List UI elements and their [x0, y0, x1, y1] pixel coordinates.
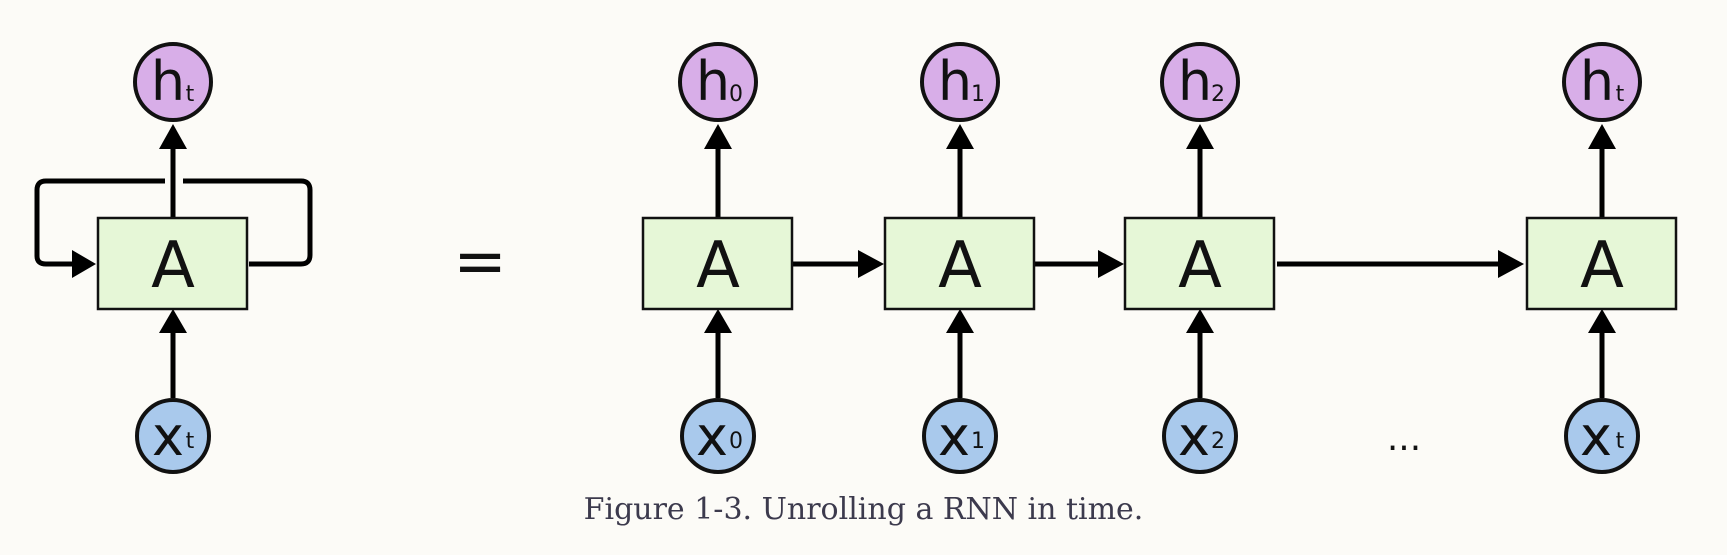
output-node-subscript: 2 — [1211, 82, 1225, 107]
hidden-arrowhead-1-2 — [1098, 250, 1124, 278]
rnn-cell — [1123, 216, 1276, 311]
rolled-output-node-subscript: t — [186, 82, 195, 107]
input-arrowhead — [704, 309, 732, 333]
rolled-output-arrowhead — [159, 124, 187, 149]
input-node-label: x — [696, 405, 728, 468]
rolled-input-arrowhead — [159, 309, 187, 333]
output-node-subscript: 0 — [729, 82, 743, 107]
cell-label: A — [696, 229, 740, 303]
ellipsis: ... — [1387, 418, 1421, 459]
output-node-label: h — [1580, 50, 1614, 113]
cell-label: A — [1580, 229, 1624, 303]
unrolled-step: A h 2 x 2 — [1123, 42, 1276, 474]
hidden-arrowhead-2-t — [1498, 250, 1524, 278]
rolled-rnn: A h t x t — [34, 42, 313, 474]
rolled-output-node-label: h — [151, 50, 185, 113]
input-arrowhead — [1588, 309, 1616, 333]
output-node-label: h — [696, 50, 730, 113]
rnn-unrolling-diagram: A h t x t = A h 0 x 0 — [34, 42, 1678, 474]
input-arrowhead — [946, 309, 974, 333]
output-arrowhead — [704, 124, 732, 149]
rnn-cell — [883, 216, 1036, 311]
input-node-label: x — [938, 405, 970, 468]
recurrent-loop-right — [183, 178, 313, 267]
input-node-subscript: 1 — [971, 429, 985, 454]
input-node-subscript: 2 — [1211, 429, 1225, 454]
recurrent-loop-arrowhead — [72, 250, 96, 278]
output-node-label: h — [938, 50, 972, 113]
output-arrowhead — [1186, 124, 1214, 149]
recurrent-loop-left — [34, 178, 165, 267]
input-node-circle — [1162, 398, 1238, 474]
output-arrowhead — [1588, 124, 1616, 149]
unrolled-rnn: A h 0 x 0 A h 1 x 1 — [641, 42, 1678, 474]
input-node-circle — [680, 398, 756, 474]
hidden-arrowhead-0-1 — [858, 250, 884, 278]
output-node-circle — [678, 42, 758, 122]
input-node-circle — [1564, 398, 1640, 474]
rolled-input-node-label: x — [152, 405, 184, 468]
rolled-input-node-circle — [135, 398, 211, 474]
rolled-cell-label: A — [151, 229, 195, 303]
input-node-subscript: 0 — [729, 429, 743, 454]
rolled-rnn-cell — [96, 216, 249, 311]
output-node-label: h — [1178, 50, 1212, 113]
input-node-subscript: t — [1616, 429, 1625, 454]
unrolled-step: A h 0 x 0 — [641, 42, 794, 474]
rnn-cell — [1525, 216, 1678, 311]
output-node-circle — [920, 42, 1000, 122]
output-node-subscript: 1 — [971, 82, 985, 107]
rolled-input-node-subscript: t — [186, 429, 195, 454]
rolled-output-node-circle — [133, 42, 213, 122]
cell-label: A — [1178, 229, 1222, 303]
equals-sign: = — [453, 225, 507, 299]
cell-label: A — [938, 229, 982, 303]
input-node-label: x — [1580, 405, 1612, 468]
input-arrowhead — [1186, 309, 1214, 333]
output-node-subscript: t — [1616, 82, 1625, 107]
output-node-circle — [1160, 42, 1240, 122]
figure-caption: Figure 1-3. Unrolling a RNN in time. — [583, 492, 1144, 527]
output-node-circle — [1562, 42, 1642, 122]
rnn-cell — [641, 216, 794, 311]
unrolled-step: A h 1 x 1 — [883, 42, 1036, 474]
output-arrowhead — [946, 124, 974, 149]
unrolled-step: A h t x t — [1525, 42, 1678, 474]
input-node-label: x — [1178, 405, 1210, 468]
input-node-circle — [922, 398, 998, 474]
